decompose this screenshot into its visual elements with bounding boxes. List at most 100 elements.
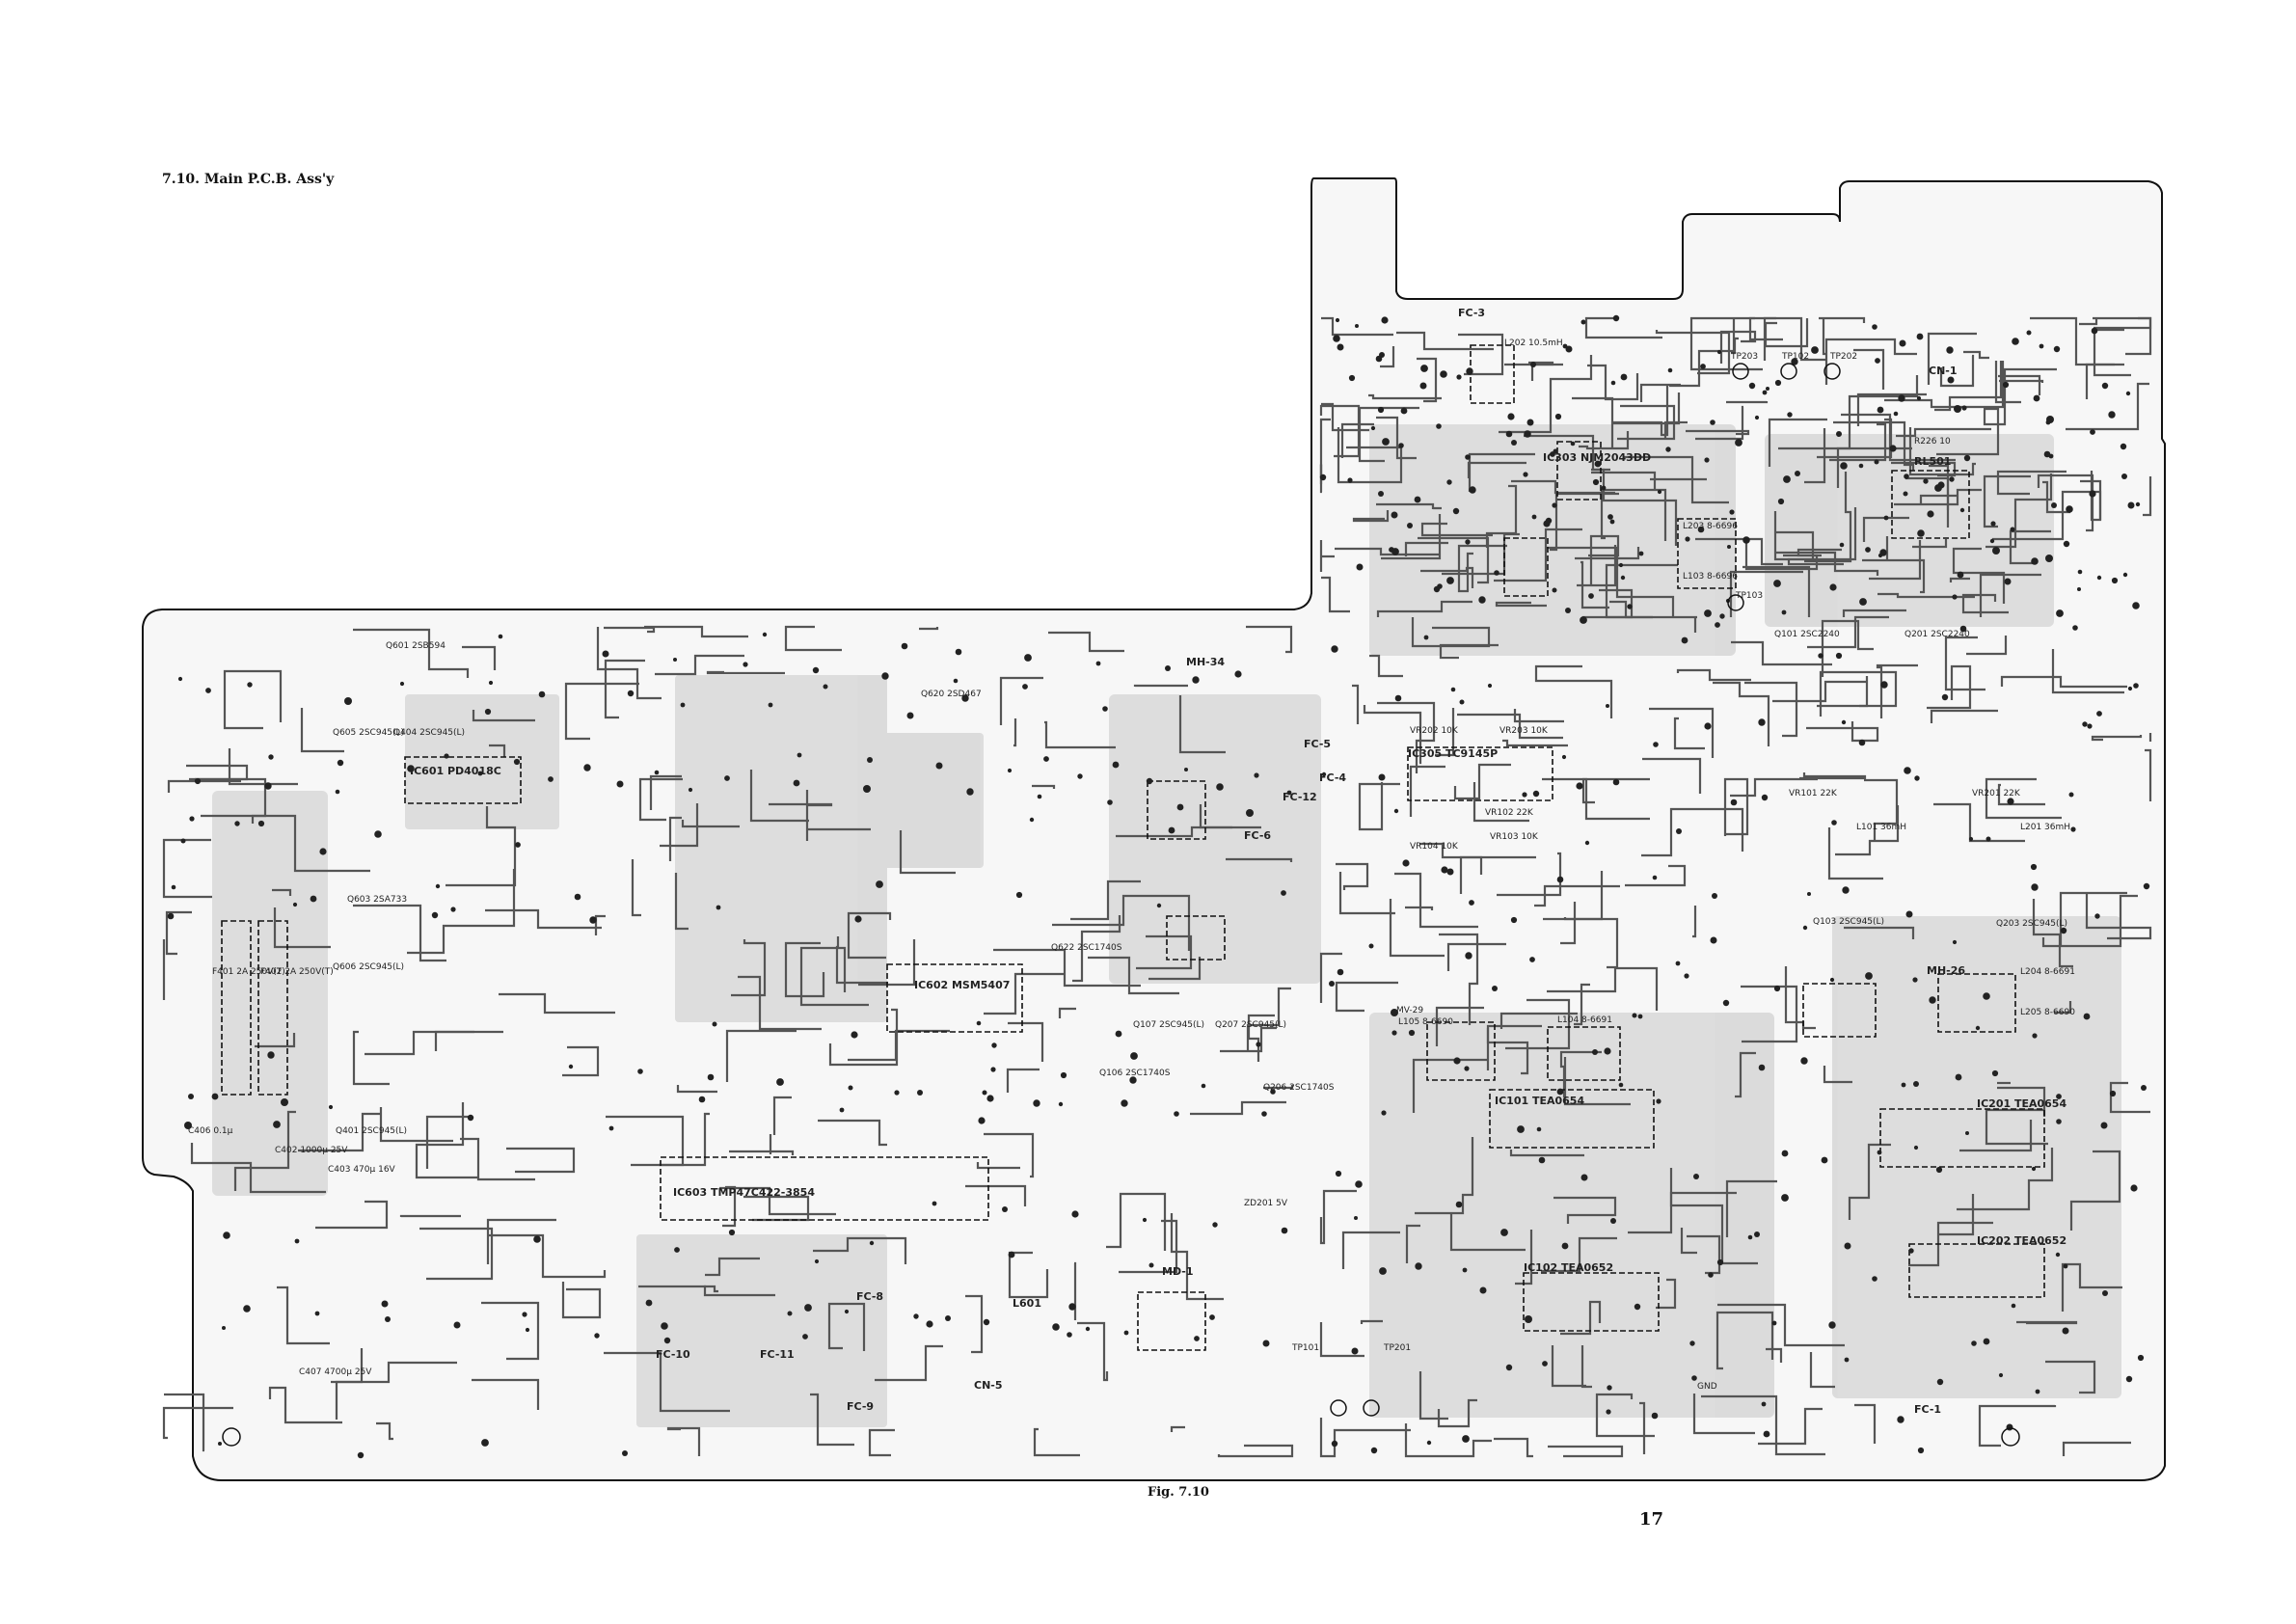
component-label: Q404 2SC945(L) — [393, 728, 465, 738]
trace — [1997, 783, 2045, 806]
pad — [1923, 478, 1929, 484]
trace — [1405, 906, 1434, 910]
pad — [1554, 413, 1562, 420]
pad — [1123, 1330, 1129, 1336]
trace — [1170, 1425, 1185, 1432]
pad — [1007, 768, 1013, 773]
pad — [1877, 1150, 1882, 1155]
pad — [680, 702, 686, 708]
trace — [1381, 514, 1442, 560]
pad — [167, 912, 175, 920]
pad — [1148, 1262, 1154, 1268]
trace — [1741, 985, 1798, 1043]
pad — [688, 787, 693, 793]
trace — [1580, 1345, 1592, 1389]
pad — [2011, 1303, 2016, 1309]
pad — [2010, 527, 2015, 532]
trace — [460, 1137, 535, 1181]
trace — [1595, 1393, 1655, 1438]
pad — [1060, 1071, 1067, 1079]
pad — [1627, 604, 1633, 609]
pad — [1606, 704, 1609, 708]
trace — [1905, 476, 1950, 528]
component-label: IC201 TEA0654 — [1977, 1097, 2066, 1110]
pad — [1802, 925, 1808, 931]
pad — [1337, 968, 1344, 976]
trace — [1048, 631, 1124, 653]
trace — [1415, 1137, 1474, 1215]
pad — [1354, 1216, 1358, 1220]
trace — [1773, 511, 1815, 561]
figure-caption: Fig. 7.10 — [1148, 1485, 1209, 1500]
pad — [1452, 507, 1460, 515]
pad — [2120, 443, 2127, 450]
page-number: 17 — [1639, 1509, 1664, 1529]
trace — [649, 774, 682, 810]
pad — [1469, 900, 1474, 906]
pad — [2087, 723, 2093, 729]
pad — [2077, 587, 2081, 591]
pad — [1735, 439, 1742, 447]
trace — [1819, 670, 1898, 717]
trace — [1731, 337, 1739, 355]
pad — [637, 1069, 643, 1074]
trace — [2045, 1360, 2096, 1394]
pad — [399, 681, 405, 687]
trace — [1778, 375, 1919, 450]
trace — [1656, 1278, 1677, 1310]
trace — [1360, 1319, 1383, 1324]
trace — [1927, 332, 1977, 385]
pad — [1580, 1174, 1588, 1181]
component-label: Q206 2SC1740S — [1263, 1083, 1335, 1093]
pad — [978, 1117, 986, 1124]
trace — [1642, 757, 1702, 794]
trace — [1170, 1213, 1224, 1301]
pad — [707, 1073, 715, 1081]
pad — [1525, 1315, 1532, 1323]
pad — [1758, 718, 1766, 726]
pad — [1107, 799, 1113, 805]
pad — [2012, 338, 2019, 345]
pad — [716, 905, 721, 910]
component-label: Q401 2SC945(L) — [336, 1126, 407, 1136]
pad — [180, 838, 186, 844]
pad — [2083, 1013, 2091, 1020]
trace — [407, 869, 516, 955]
pad — [1121, 1099, 1128, 1107]
pad — [1889, 445, 1897, 452]
pad — [1841, 719, 1847, 725]
trace — [1220, 1026, 1277, 1053]
pad — [1234, 670, 1242, 678]
component-label: VR104 10K — [1410, 842, 1459, 852]
trace — [462, 645, 497, 670]
trace — [1695, 537, 1783, 566]
trace — [223, 669, 283, 730]
pad — [407, 765, 415, 772]
trace — [1458, 333, 1504, 376]
pad — [1507, 413, 1515, 420]
trace — [1560, 1300, 1602, 1336]
pad — [1607, 514, 1613, 520]
trace — [1088, 956, 1179, 995]
trace — [2051, 649, 2124, 694]
trace — [1957, 1148, 2054, 1211]
trace — [2085, 894, 2152, 940]
pad — [184, 1122, 192, 1129]
pad — [1675, 961, 1681, 966]
pad — [1762, 390, 1768, 395]
trace — [1439, 643, 1499, 660]
pad — [1879, 549, 1887, 556]
pad — [1331, 645, 1338, 653]
pad — [901, 642, 908, 650]
trace — [1623, 455, 1729, 504]
pad — [1983, 992, 1990, 1000]
trace — [1335, 981, 1398, 1013]
trace — [1136, 934, 1193, 970]
pad — [1532, 790, 1540, 798]
trace — [813, 1236, 907, 1264]
trace — [331, 1348, 364, 1384]
component-label: FC-5 — [1304, 738, 1331, 750]
pad — [724, 775, 730, 781]
pad — [1377, 406, 1385, 414]
